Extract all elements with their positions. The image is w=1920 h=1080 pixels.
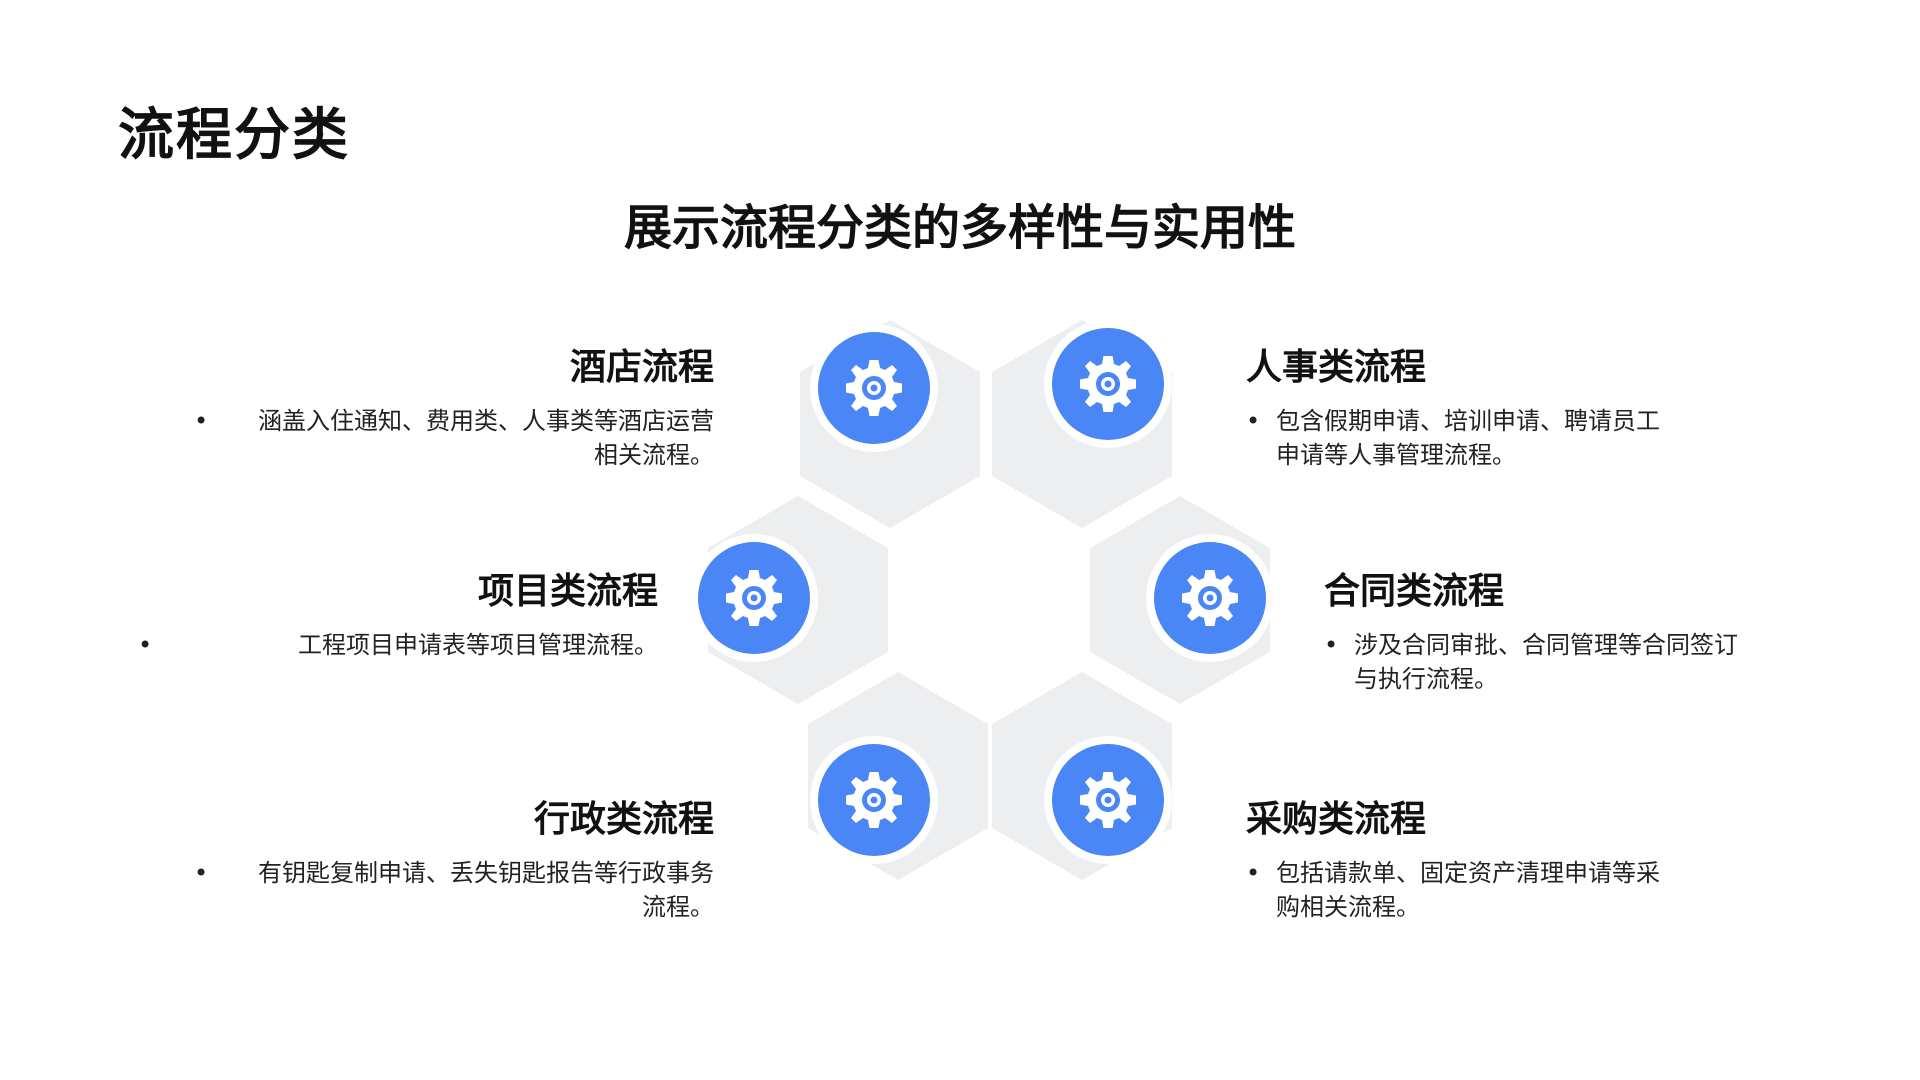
- category-desc-text: 涵盖入住通知、费用类、人事类等酒店运营相关流程。: [258, 407, 714, 469]
- category-desc: • 包括请款单、固定资产清理申请等采购相关流程。: [1246, 856, 1666, 924]
- bullet-dot: •: [138, 631, 153, 659]
- category-desc-text: 有钥匙复制申请、丢失钥匙报告等行政事务流程。: [258, 859, 714, 921]
- category-desc: • 涉及合同审批、合同管理等合同签订与执行流程。: [1324, 628, 1744, 696]
- category-contract: 合同类流程 • 涉及合同审批、合同管理等合同签订与执行流程。: [1324, 570, 1764, 696]
- category-title: 人事类流程: [1246, 347, 1427, 388]
- hexagon-tile-contract: [1090, 496, 1270, 704]
- category-desc: • 包含假期申请、培训申请、聘请员工申请等人事管理流程。: [1246, 404, 1666, 472]
- category-title: 采购类流程: [1246, 799, 1427, 840]
- gear-node-hotel: [810, 324, 938, 452]
- bullet-dot: •: [194, 407, 209, 435]
- category-desc-text: 包含假期申请、培训申请、聘请员工申请等人事管理流程。: [1276, 407, 1660, 469]
- category-title: 酒店流程: [569, 347, 714, 388]
- gear-icon: [846, 360, 902, 416]
- gear-node-admin: [810, 736, 938, 864]
- gear-node-purchase: [1044, 736, 1172, 864]
- hexagon-tile-project: [708, 496, 888, 704]
- category-title: 合同类流程: [1324, 571, 1505, 612]
- gear-icon: [1080, 772, 1136, 828]
- gear-node-project: [690, 534, 818, 662]
- gear-icon: [1182, 570, 1238, 626]
- hexagon-tile-purchase: [992, 672, 1172, 880]
- category-hotel: 酒店流程 • 涵盖入住通知、费用类、人事类等酒店运营相关流程。: [194, 346, 714, 472]
- category-desc-text: 包括请款单、固定资产清理申请等采购相关流程。: [1276, 859, 1660, 921]
- category-title: 行政类流程: [533, 799, 714, 840]
- bullet-dot: •: [1246, 407, 1261, 435]
- category-desc: • 工程项目申请表等项目管理流程。: [138, 628, 658, 662]
- subtitle: 展示流程分类的多样性与实用性: [623, 200, 1296, 256]
- gear-node-hr: [1044, 320, 1172, 448]
- bullet-dot: •: [1246, 859, 1261, 887]
- gear-icon: [726, 570, 782, 626]
- gear-icon: [846, 772, 902, 828]
- category-project: 项目类流程 • 工程项目申请表等项目管理流程。: [138, 570, 658, 662]
- gear-icon: [1080, 356, 1136, 412]
- category-admin: 行政类流程 • 有钥匙复制申请、丢失钥匙报告等行政事务流程。: [194, 798, 714, 924]
- category-hr: 人事类流程 • 包含假期申请、培训申请、聘请员工申请等人事管理流程。: [1246, 346, 1686, 472]
- bullet-dot: •: [194, 859, 209, 887]
- category-title: 项目类流程: [477, 571, 658, 612]
- category-desc: • 有钥匙复制申请、丢失钥匙报告等行政事务流程。: [194, 856, 714, 924]
- hexagon-tile-hr: [992, 320, 1172, 528]
- category-desc-text: 工程项目申请表等项目管理流程。: [298, 631, 658, 659]
- hexagon-tile-hotel: [800, 320, 980, 528]
- category-purchase: 采购类流程 • 包括请款单、固定资产清理申请等采购相关流程。: [1246, 798, 1686, 924]
- hexagon-tile-admin: [808, 672, 988, 880]
- category-desc: • 涵盖入住通知、费用类、人事类等酒店运营相关流程。: [194, 404, 714, 472]
- gear-node-contract: [1146, 534, 1274, 662]
- page-title: 流程分类: [118, 103, 350, 168]
- category-desc-text: 涉及合同审批、合同管理等合同签订与执行流程。: [1354, 631, 1738, 693]
- bullet-dot: •: [1324, 631, 1339, 659]
